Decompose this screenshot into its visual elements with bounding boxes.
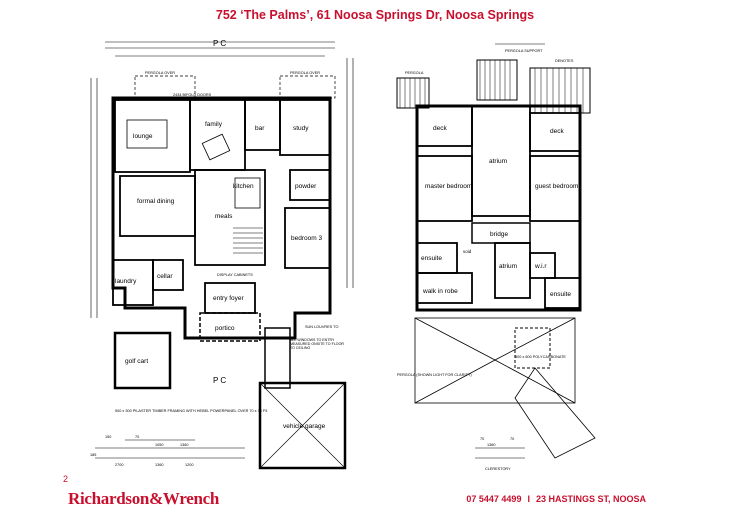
dim-7: 1200 [185, 463, 193, 467]
footer-contact: 07 5447 4499 I 23 HASTINGS ST, NOOSA [466, 494, 646, 504]
dim-5: 2700 [115, 463, 123, 467]
ground-floor-plan: lounge family bar study formal dining me… [85, 38, 360, 478]
pc-marker-bottom: P C [213, 376, 226, 385]
bifold-note: 2434 BIFOLD DOORS [173, 93, 212, 97]
clerestory-note: CLERESTORY [485, 467, 511, 471]
room-family: family [205, 121, 223, 128]
footer-separator: I [527, 494, 530, 504]
room-atrium: atrium [489, 158, 507, 165]
room-bedroom-3: bedroom 3 [291, 235, 322, 242]
dim-1: 150 [105, 435, 111, 439]
room-wir: w.i.r [534, 263, 547, 270]
upper-floor-plan: deck deck atrium master bedroom guest be… [395, 38, 600, 483]
room-portico: portico [215, 325, 235, 332]
brand-logo: Richardson&Wrench [68, 489, 220, 508]
windows-note: ALL WINDOWS TO ENTRY MEASURED ONSITE TO … [290, 338, 344, 350]
room-deck-right: deck [550, 128, 564, 135]
dim-4: 1360 [180, 443, 188, 447]
room-bar: bar [255, 125, 265, 132]
dim-6: 1360 [155, 463, 163, 467]
polycarbonate-note: 800 x 600 POLYCARBONATE [515, 355, 566, 359]
room-golf-cart: golf cart [125, 358, 148, 365]
room-walk-in-robe: walk in robe [422, 288, 458, 295]
room-atrium-lower: atrium [499, 263, 517, 270]
room-ensuite-master: ensuite [421, 255, 442, 262]
pergola-note: PERGOLA [405, 71, 424, 75]
room-master-bedroom: master bedroom [425, 183, 472, 190]
room-entry-foyer: entry foyer [213, 295, 245, 302]
pergola-note-left: PERGOLA OVER [145, 71, 175, 75]
footer-phone: 07 5447 4499 [466, 494, 522, 504]
upper-dim-2: 70 [480, 437, 484, 441]
upper-dim-3: 70 [510, 437, 514, 441]
upper-dim-1: 1360 [487, 443, 495, 447]
page-title: 752 ‘The Palms’, 61 Noosa Springs Dr, No… [215, 8, 535, 22]
dim-2: 70 [135, 435, 139, 439]
sun-louvres-note: SUN LOUVRES TO [305, 325, 338, 329]
room-study: study [293, 125, 309, 132]
room-vehicle-garage: vehicle garage [283, 423, 326, 430]
room-guest-bedroom: guest bedroom [535, 183, 578, 190]
room-lounge: lounge [133, 133, 153, 140]
room-ensuite-guest: ensuite [550, 291, 571, 298]
room-meals: meals [215, 213, 233, 220]
room-bridge: bridge [490, 231, 508, 238]
dim-8: 185 [90, 453, 96, 457]
pergola-clarity-note: PERGOLA (SHOWN LIGHT FOR CLARITY) [397, 373, 472, 377]
display-cabinets-note: DISPLAY CABINETS [217, 273, 253, 277]
pergola-note-right: PERGOLA OVER [290, 71, 320, 75]
room-void: void [463, 249, 472, 254]
room-formal-dining: formal dining [137, 198, 175, 205]
pc-marker-top: P C [213, 39, 226, 48]
pergola-support-note: PERGOLA SUPPORT [505, 49, 543, 53]
pilaster-note: 500 x 300 PILASTER TIMBER FRAMING WITH H… [115, 409, 267, 413]
footer-address: 23 HASTINGS ST, NOOSA [535, 494, 646, 504]
room-deck-left: deck [433, 125, 447, 132]
room-laundry: laundry [115, 278, 137, 285]
room-powder: powder [295, 183, 317, 190]
dim-3: 1050 [155, 443, 163, 447]
page-number: 2 [63, 474, 69, 484]
room-cellar: cellar [157, 273, 173, 280]
denotes-note: DENOTES [555, 59, 574, 63]
room-kitchen: kitchen [233, 183, 254, 190]
